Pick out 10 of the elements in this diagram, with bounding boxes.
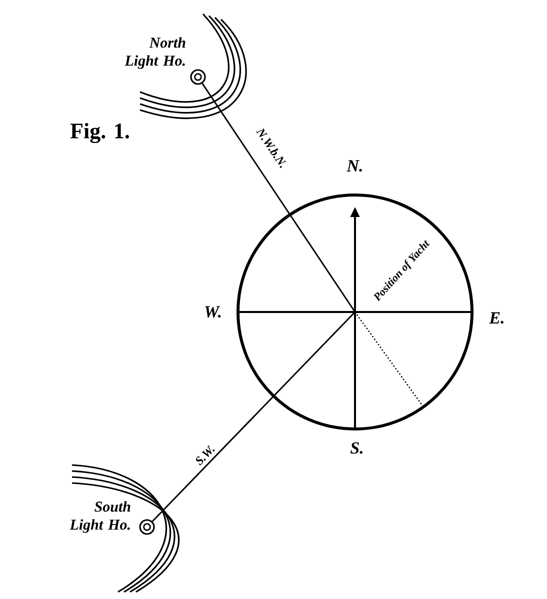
compass-point: E. [489,312,504,324]
bearing-line [202,83,356,312]
lighthouse-symbol [139,519,155,535]
lighthouse-label: North Light Ho. [124,37,186,69]
lighthouse-label: South Light Ho. [70,501,130,533]
lighthouse-symbol [190,69,206,85]
bearing-line [152,311,356,522]
figure-label: Fig. 1. [70,122,129,144]
compass-point: N. [346,160,362,172]
compass-point: W. [205,306,221,318]
